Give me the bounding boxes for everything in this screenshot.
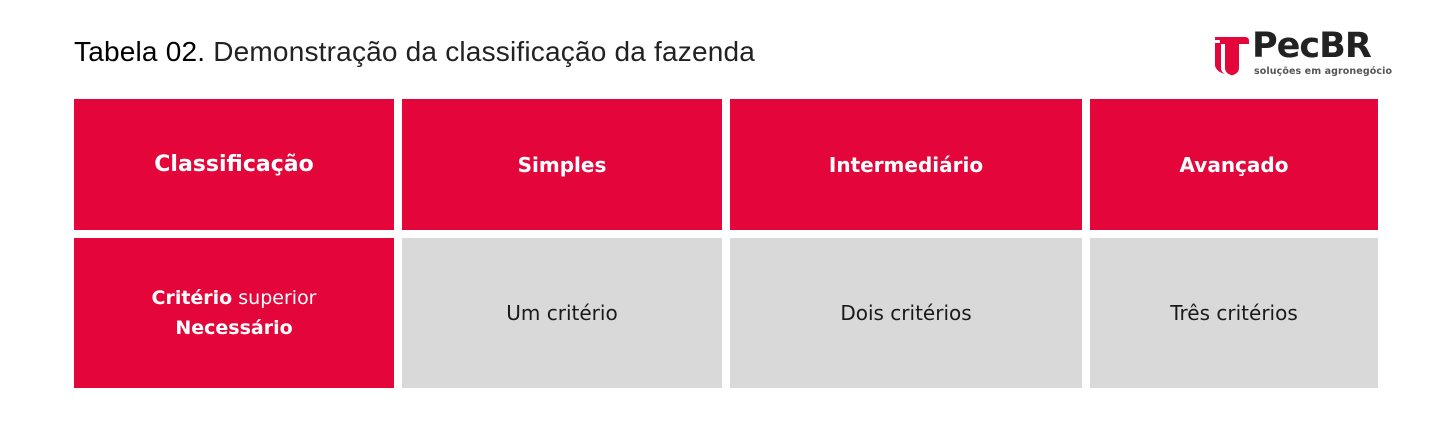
- row-label-part1: Critério: [151, 287, 233, 309]
- header-simples: Simples: [402, 99, 722, 230]
- header-label: Avançado: [1179, 152, 1289, 177]
- row-label-part2: superior: [238, 287, 317, 309]
- header-intermediario: Intermediário: [730, 99, 1082, 230]
- header-label: Classificação: [154, 152, 314, 177]
- row-label-part3: Necessário: [175, 317, 293, 339]
- header-classificacao: Classificação: [74, 99, 394, 230]
- header-avancado: Avançado: [1090, 99, 1378, 230]
- cell-avancado: Três critérios: [1090, 238, 1378, 388]
- cell-intermediario: Dois critérios: [730, 238, 1082, 388]
- header-label: Intermediário: [828, 152, 984, 177]
- caption-text: Demonstração da classificação da fazenda: [213, 36, 756, 67]
- cell-simples: Um critério: [402, 238, 722, 388]
- caption-lead: Tabela 02.: [74, 36, 206, 67]
- header-label: Simples: [517, 152, 607, 177]
- logo-tagline: soluções em agronegócio: [1254, 66, 1393, 77]
- pecbr-logo: PecBR soluções em agronegócio: [1212, 26, 1392, 78]
- cell-value: Um critério: [506, 301, 618, 325]
- logo-wordmark: PecBR: [1252, 26, 1372, 66]
- row-label: Critério superior Necessário: [152, 283, 317, 343]
- table-caption: Tabela 02. Demonstração da classificação…: [74, 36, 755, 68]
- pecbr-shield-icon: [1215, 37, 1249, 76]
- cell-value: Três critérios: [1170, 301, 1298, 325]
- row-label-cell: Critério superior Necessário: [74, 238, 394, 388]
- cell-value: Dois critérios: [840, 301, 972, 325]
